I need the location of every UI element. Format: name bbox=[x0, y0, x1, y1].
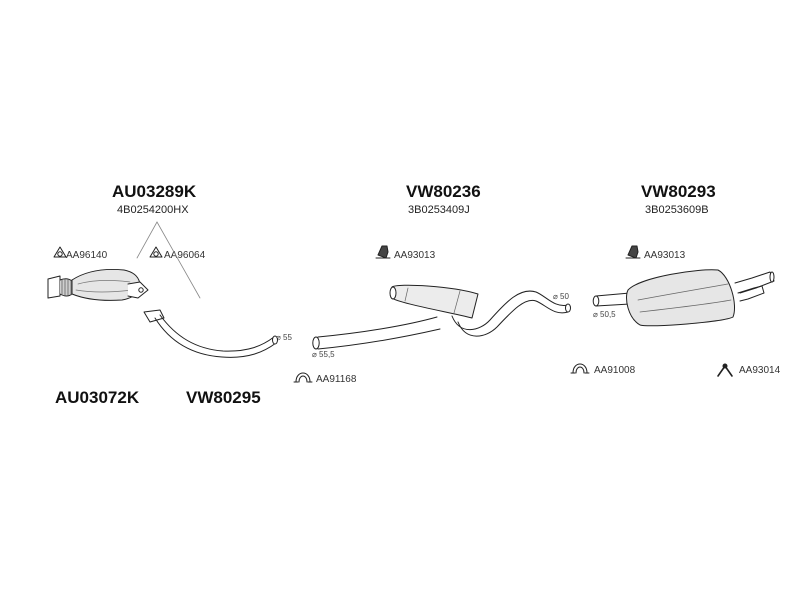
group-oem-catalyst: 4B0254200HX bbox=[117, 204, 189, 216]
dim-label-50: ⌀ 50 bbox=[553, 292, 569, 301]
group-oem-rear-silencer: 3B0253609B bbox=[645, 204, 709, 216]
gasket-icon bbox=[53, 246, 67, 258]
catalyst-leader-lines bbox=[136, 221, 201, 299]
dim-label-50-5: ⌀ 50,5 bbox=[593, 310, 616, 319]
front-pipe-part bbox=[143, 309, 278, 358]
clamp-icon bbox=[293, 372, 313, 383]
part-label-clamp-rear: AA91008 bbox=[594, 365, 636, 376]
gasket-icon bbox=[149, 246, 163, 258]
part-label-hanger-rear: AA93014 bbox=[739, 365, 781, 376]
group-code-catalyst: AU03289K bbox=[112, 182, 197, 201]
clamp-icon bbox=[570, 363, 590, 374]
catalytic-converter-part bbox=[47, 269, 149, 301]
code-front-pipe: VW80295 bbox=[186, 388, 261, 407]
group-code-middle-silencer: VW80236 bbox=[406, 182, 481, 201]
hanger-icon bbox=[717, 363, 733, 377]
dim-label-55: ⌀ 55 bbox=[276, 333, 292, 342]
group-oem-middle-silencer: 3B0253409J bbox=[408, 204, 470, 216]
dim-label-55-5: ⌀ 55,5 bbox=[312, 350, 335, 359]
middle-silencer-part bbox=[312, 284, 571, 350]
group-code-rear-silencer: VW80293 bbox=[641, 182, 716, 201]
part-label-gasket-1: AA96140 bbox=[66, 250, 108, 261]
part-label-clamp-front: AA91168 bbox=[316, 374, 357, 385]
mount-icon bbox=[375, 245, 391, 259]
part-label-gasket-2: AA96064 bbox=[164, 250, 206, 261]
code-catalyst-kit: AU03072K bbox=[55, 388, 140, 407]
rear-silencer-part bbox=[592, 269, 775, 327]
mount-icon bbox=[625, 245, 641, 259]
part-label-mount-mid: AA93013 bbox=[394, 250, 436, 261]
part-label-mount-rear: AA93013 bbox=[644, 250, 686, 261]
